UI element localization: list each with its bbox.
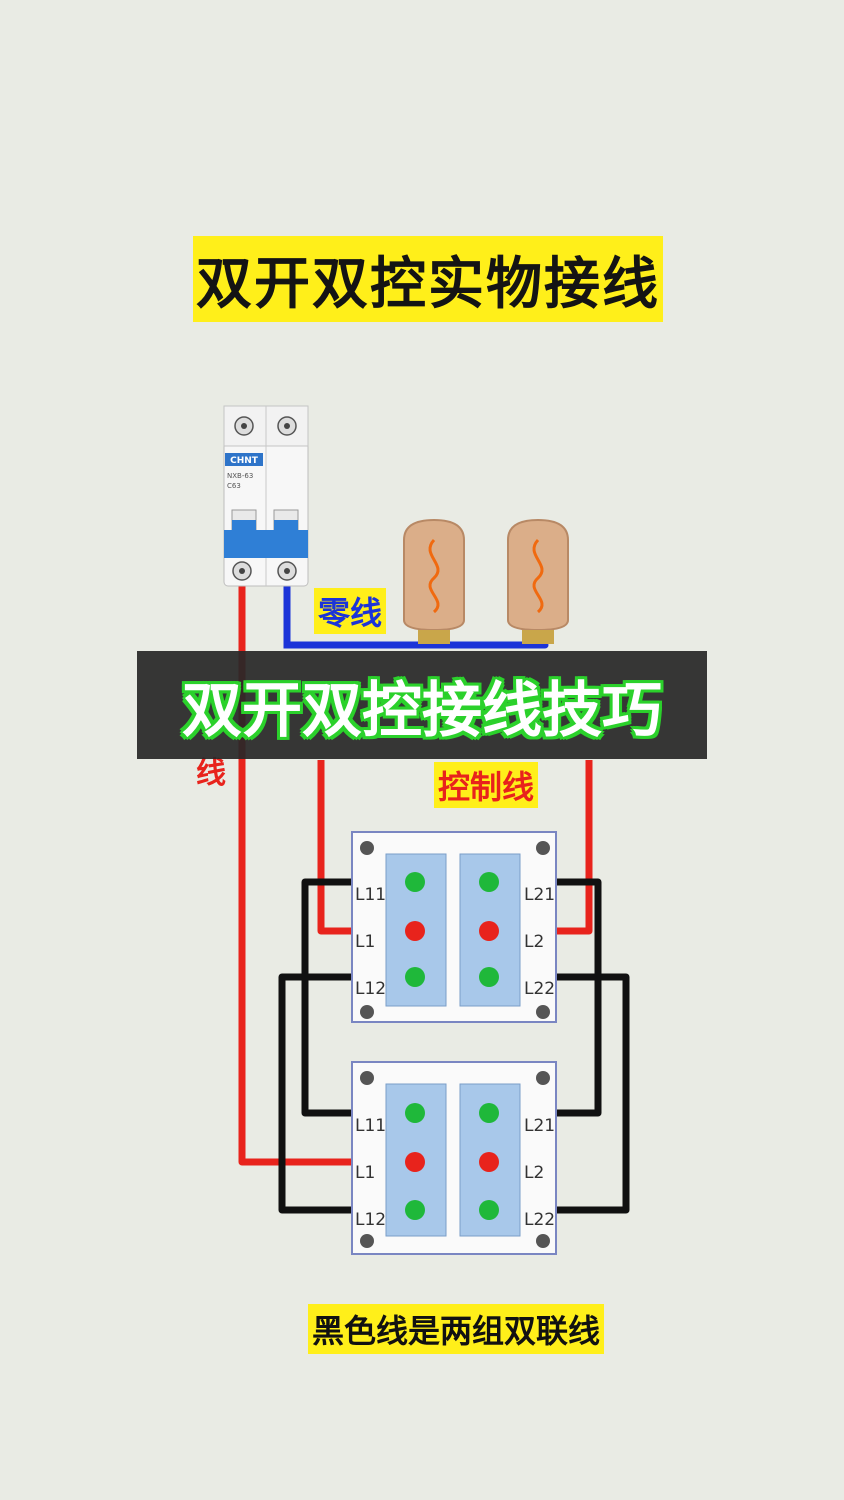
brand-plate (225, 453, 263, 466)
bottom-label-l11: L11 (355, 1116, 386, 1136)
breaker-brand: CHNT (230, 456, 259, 466)
bottom-note: 黑色线是两组双联线 (308, 1304, 605, 1354)
bottom-label-l2: L2 (524, 1163, 544, 1183)
switch-top: L11 L1 L12 L21 L2 L22 (351, 831, 557, 1023)
circuit-breaker: CHNT NXB-63 C63 (223, 405, 309, 587)
top-label-l22: L22 (524, 979, 555, 999)
bottom-label-l21: L21 (524, 1116, 555, 1136)
top-label-l12: L12 (355, 979, 386, 999)
top-label-l21: L21 (524, 885, 555, 905)
neutral-wire-label: 零线 (314, 588, 387, 634)
neutral-wire (283, 571, 549, 649)
banner-text: 双开双控接线技巧 (182, 675, 662, 746)
bottom-label-l12: L12 (355, 1210, 386, 1230)
traveler-wire-l22 (489, 973, 630, 1214)
overlay-banner: 双开双控接线技巧 (137, 651, 707, 759)
traveler-wire-l12 (278, 973, 415, 1214)
top-label-l11: L11 (355, 885, 386, 905)
page-title: 双开双控实物接线 (196, 251, 660, 317)
top-label-l2: L2 (524, 932, 544, 952)
bottom-label-l22: L22 (524, 1210, 555, 1230)
title-banner: 双开双控实物接线 (193, 236, 663, 322)
switch-bottom: L11 L1 L12 L21 L2 L22 (351, 1061, 557, 1255)
control-wire-label: 控制线 (434, 762, 539, 808)
top-label-l1: L1 (355, 932, 375, 952)
bottom-label-l1: L1 (355, 1163, 375, 1183)
live-wire-label: 线 (196, 756, 226, 791)
lamp-2 (507, 518, 569, 644)
breaker-rating: C63 (227, 482, 241, 490)
breaker-model: NXB-63 (227, 472, 253, 480)
lamp-1 (403, 518, 465, 644)
